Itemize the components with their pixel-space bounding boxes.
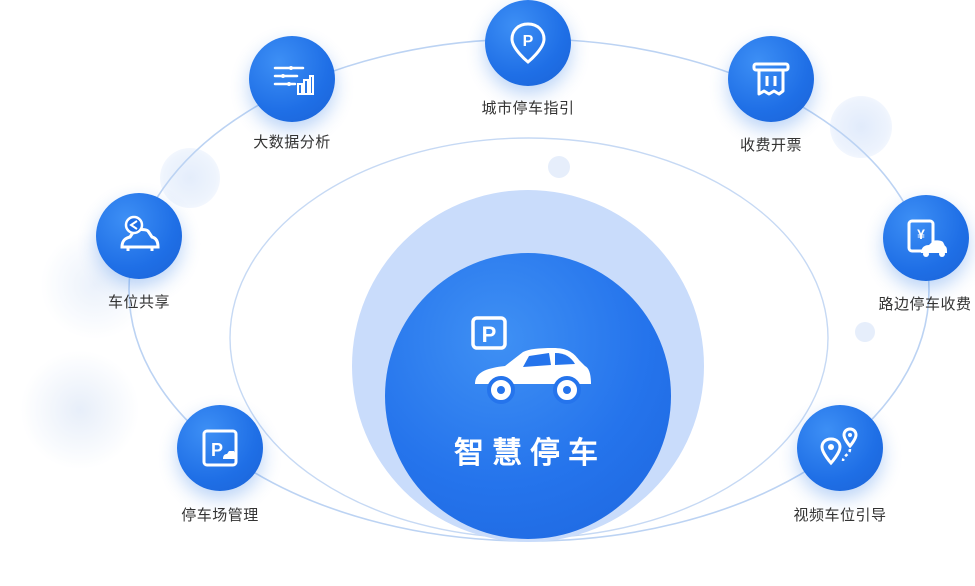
parking-lot-management-node[interactable]: P — [177, 405, 263, 491]
parking-lot-icon: P — [202, 429, 238, 467]
feature-label: 路边停车收费 — [878, 295, 972, 313]
route-guide-icon — [820, 427, 858, 466]
share-car-icon — [120, 215, 160, 251]
svg-text:P: P — [523, 33, 534, 50]
roadside-parking-fee-node[interactable]: ¥ — [883, 195, 969, 281]
roadside-fee-icon: ¥ — [907, 219, 947, 257]
feature-label: 停车场管理 — [181, 506, 259, 524]
feature-label: 收费开票 — [739, 136, 803, 154]
svg-text:¥: ¥ — [917, 226, 925, 242]
center-title: 智慧停车 — [454, 436, 606, 471]
car-parking-icon: P — [471, 316, 591, 404]
center-circle — [385, 253, 671, 539]
parking-location-pin-icon: P — [510, 22, 546, 64]
space-sharing-node[interactable] — [96, 193, 182, 279]
fee-invoice-node[interactable] — [728, 36, 814, 122]
big-data-analysis-node[interactable] — [249, 36, 335, 122]
city-parking-guide-node[interactable]: P — [485, 0, 571, 86]
feature-label: 车位共享 — [107, 293, 171, 311]
svg-text:P: P — [482, 322, 497, 347]
data-analysis-icon — [273, 66, 314, 95]
feature-label: 视频车位引导 — [793, 506, 887, 524]
bg-blob — [548, 156, 570, 178]
receipt-icon — [752, 62, 790, 96]
video-space-guide-node[interactable] — [797, 405, 883, 491]
bg-blob — [855, 322, 875, 342]
bg-blob — [20, 350, 140, 470]
feature-label: 城市停车指引 — [481, 99, 575, 117]
feature-label: 大数据分析 — [253, 133, 331, 151]
svg-text:P: P — [211, 440, 223, 460]
bg-blob — [830, 96, 892, 158]
